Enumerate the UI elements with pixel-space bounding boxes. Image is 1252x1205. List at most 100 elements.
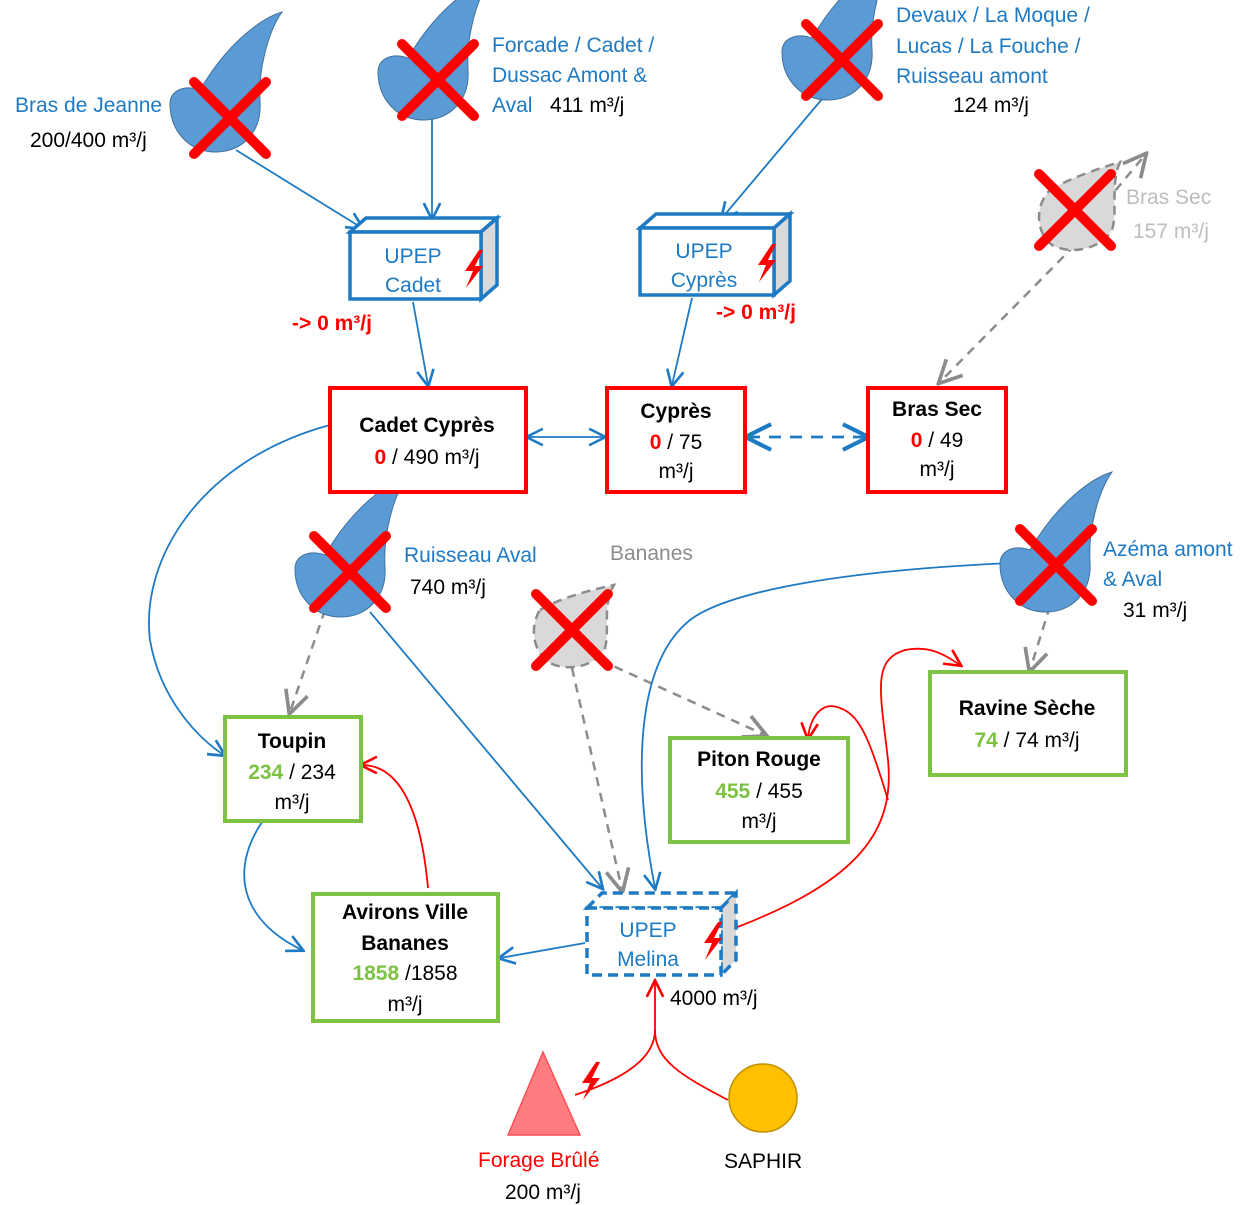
reservoir-unit: m³/j — [920, 458, 955, 481]
water-drop-icon — [377, 0, 491, 121]
reservoir-current: 234 — [248, 761, 283, 784]
reservoir-capacity: / 490 m³/j — [386, 446, 479, 469]
source-flow: 740 m³/j — [410, 576, 486, 599]
pipe-devaux-to-upep-cypres — [722, 79, 839, 218]
saphir-circle-icon — [728, 1063, 798, 1133]
pipe-azema-to-melina — [640, 562, 1013, 888]
reservoir-current: 0 — [650, 431, 662, 454]
source-forcade: Forcade / Cadet / Dussac Amont & Aval 41… — [377, 0, 654, 121]
pipe-melina-to-piton-rouge — [808, 705, 889, 801]
svg-text:1858 /1858: 1858 /1858 — [352, 962, 457, 985]
upep-capacity: 4000 m³/j — [670, 987, 758, 1010]
reservoir-title: Cadet Cyprès — [359, 414, 494, 437]
reservoir-unit: m³/j — [742, 810, 777, 833]
water-drop-icon — [294, 476, 408, 618]
source-name-line1: Forcade / Cadet / — [492, 34, 654, 57]
source-flow: 411 m³/j — [550, 94, 624, 117]
source-name: Ruisseau Aval — [404, 544, 537, 567]
pipe-bras-sec-arrow-top — [1094, 155, 1145, 216]
source-name-line2: & Aval — [1103, 568, 1162, 591]
upep-label-line2: Cadet — [385, 274, 441, 297]
reservoir-ravine-seche: Ravine Sèche 74 / 74 m³/j — [928, 670, 1128, 777]
source-bras-de-jeanne: Bras de Jeanne 200/400 m³/j — [15, 11, 283, 154]
source-name-line2: Dussac Amont & — [492, 64, 647, 87]
upep-label-line1: UPEP — [384, 245, 441, 268]
source-name: Bras de Jeanne — [15, 94, 162, 117]
reservoir-avirons: Avirons Ville Bananes 1858 /1858 m³/j — [311, 892, 500, 1023]
pipe-cadet-cypres-to-toupin — [148, 424, 331, 755]
water-drop-icon — [999, 471, 1113, 613]
svg-text:74 / 74 m³/j: 74 / 74 m³/j — [974, 729, 1079, 752]
source-forage-brule: Forage Brûlé 200 m³/j — [478, 1050, 600, 1204]
source-name-line3: Ruisseau amont — [896, 65, 1048, 88]
reservoir-cadet-cypres: Cadet Cyprès 0 / 490 m³/j — [328, 386, 528, 494]
source-devaux: Devaux / La Moque / Lucas / La Fouche / … — [781, 0, 1090, 117]
svg-text:0 / 75: 0 / 75 — [650, 431, 703, 454]
pipe-ruisseau-to-melina — [369, 611, 602, 888]
source-ruisseau-aval: Ruisseau Aval 740 m³/j — [294, 476, 537, 618]
power-bolt-icon — [582, 1062, 600, 1100]
reservoir-piton-rouge: Piton Rouge 455 / 455 m³/j — [668, 736, 850, 844]
pipe-bras-sec-source-to-reservoir — [940, 244, 1076, 382]
source-name-line3: Aval — [492, 94, 532, 117]
upep-label-line2: Melina — [617, 948, 679, 971]
reservoir-title: Piton Rouge — [697, 748, 821, 771]
reservoir-capacity: / 49 — [922, 429, 963, 452]
reservoir-title: Bras Sec — [892, 398, 982, 421]
reservoir-current: 0 — [374, 446, 386, 469]
reservoir-capacity: /1858 — [399, 962, 457, 985]
reservoir-title-line1: Avirons Ville — [342, 901, 468, 924]
upep-side-face — [772, 210, 792, 299]
pipe-toupin-to-avirons — [243, 821, 302, 950]
pipe-melina-to-avirons — [500, 942, 586, 958]
source-flow: 200 m³/j — [505, 1181, 581, 1204]
svg-text:455 / 455: 455 / 455 — [715, 780, 803, 803]
upep-top-face — [345, 216, 502, 234]
pipe-azema-to-ravine-seche — [1030, 605, 1052, 670]
source-name: Bananes — [610, 542, 693, 565]
reservoir-unit: m³/j — [659, 460, 694, 483]
upep-front-face — [585, 906, 723, 977]
upep-label-line1: UPEP — [619, 919, 676, 942]
upep-side-face — [719, 888, 738, 980]
reservoir-unit: m³/j — [388, 993, 423, 1016]
upep-output: -> 0 m³/j — [292, 312, 372, 335]
reservoir-unit: m³/j — [275, 791, 310, 814]
upep-top-face — [635, 212, 795, 230]
reservoir-current: 455 — [715, 780, 750, 803]
reservoir-current: 1858 — [352, 962, 399, 985]
source-azema: Azéma amont & Aval 31 m³/j — [999, 471, 1233, 622]
pipe-upep-cadet-to-cadet-cypres — [412, 301, 428, 385]
reservoir-title: Toupin — [258, 730, 326, 753]
reservoir-bras-sec: Bras Sec 0 / 49 m³/j — [866, 386, 1008, 494]
source-bananes: Bananes — [534, 542, 693, 667]
upep-melina: UPEP Melina 4000 m³/j — [582, 888, 758, 1010]
source-saphir: SAPHIR — [724, 1063, 802, 1173]
reservoir-current: 0 — [911, 429, 923, 452]
pipe-bras-de-jeanne-to-upep-cadet — [235, 149, 362, 228]
upep-label-line1: UPEP — [675, 240, 732, 263]
reservoir-title-line2: Bananes — [361, 932, 449, 955]
pipe-ruisseau-to-toupin — [290, 609, 327, 712]
reservoir-capacity: / 234 — [283, 761, 336, 784]
reservoir-toupin: Toupin 234 / 234 m³/j — [223, 715, 363, 823]
svg-text:0 / 49: 0 / 49 — [911, 429, 964, 452]
upep-label-line2: Cyprès — [671, 269, 738, 292]
reservoir-cypres: Cyprès 0 / 75 m³/j — [605, 386, 747, 494]
source-name-line2: Lucas / La Fouche / — [896, 35, 1081, 58]
upep-output: -> 0 m³/j — [716, 301, 796, 324]
source-bras-sec: Bras Sec 157 m³/j — [1039, 160, 1211, 252]
source-flow: 157 m³/j — [1133, 220, 1209, 243]
source-name: SAPHIR — [724, 1150, 802, 1173]
reservoir-current: 74 — [974, 729, 998, 752]
source-name-line1: Azéma amont — [1103, 538, 1233, 561]
upep-cypres: UPEP Cyprès -> 0 m³/j — [635, 210, 796, 324]
upep-top-face — [582, 891, 741, 910]
pipe-upep-cypres-to-cypres — [672, 297, 693, 385]
connectors — [148, 79, 1145, 1101]
reservoir-title: Cyprès — [640, 400, 711, 423]
reservoir-capacity: / 74 m³/j — [998, 729, 1080, 752]
borehole-triangle-icon — [506, 1050, 582, 1136]
source-flow: 200/400 m³/j — [30, 129, 147, 152]
